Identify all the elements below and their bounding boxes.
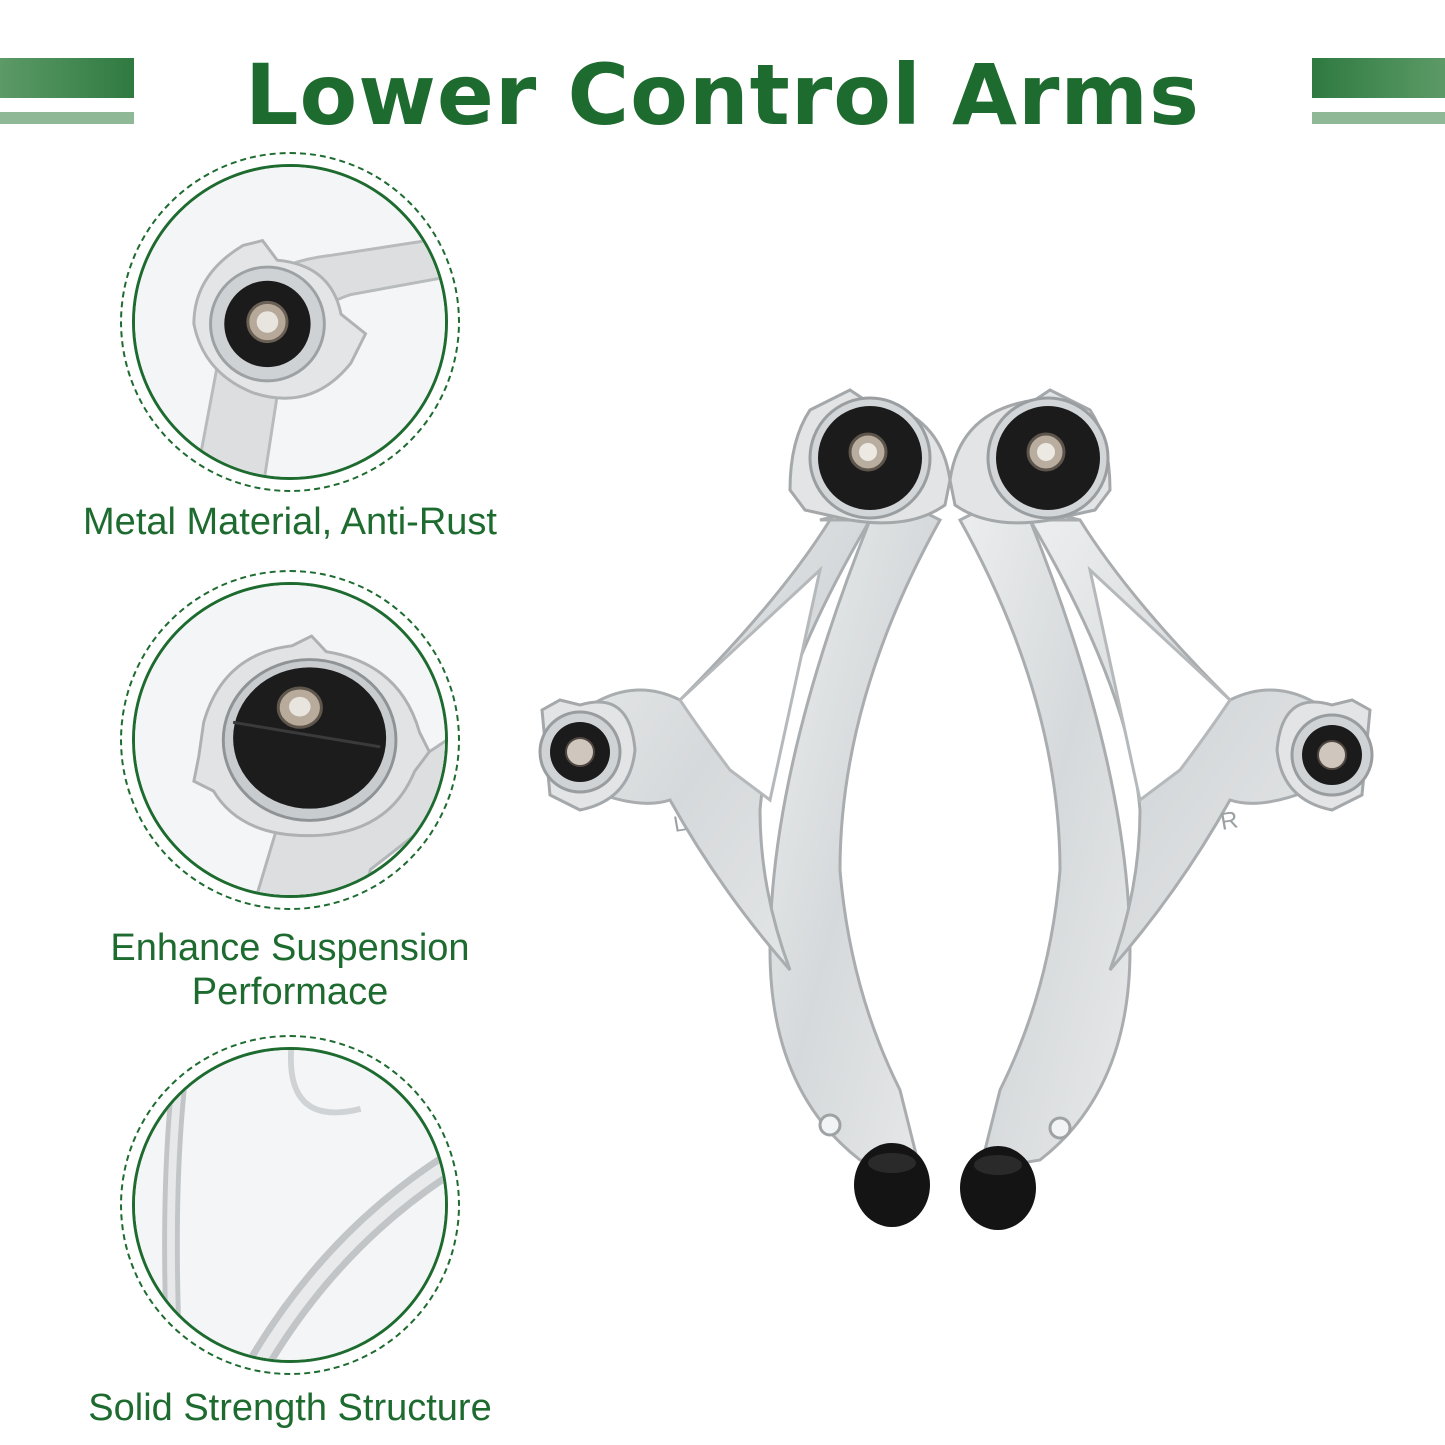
feature-caption-2-line-2: Performace	[191, 971, 389, 1013]
header-stripe-left-thick	[0, 58, 134, 98]
right-control-arm: R	[948, 388, 1374, 1230]
feature-caption-1: Metal Material, Anti-Rust	[83, 501, 497, 543]
control-arms-illustration: L R	[538, 388, 1374, 1230]
feature-caption-3: Solid Strength Structure	[88, 1387, 492, 1429]
feature-caption-2: Enhance Suspension Performace	[0, 926, 580, 1014]
feature-circle-3	[120, 1035, 460, 1375]
product-image: L R	[520, 370, 1400, 1250]
header-stripe-right-thin	[1312, 112, 1445, 124]
header-stripe-right-thick	[1312, 58, 1445, 98]
arm-structure-closeup-icon	[135, 1050, 445, 1360]
mount-closeup-icon	[135, 585, 445, 895]
feature-circle-2	[120, 570, 460, 910]
right-arm-mark: R	[1218, 806, 1240, 836]
feature-caption-2-line-1: Enhance Suspension	[110, 927, 470, 969]
header-stripe-left-thin	[0, 112, 134, 124]
feature-circle-1	[120, 152, 460, 492]
page-title: Lower Control Arms	[245, 46, 1200, 144]
left-arm-mark: L	[672, 810, 688, 837]
bushing-closeup-icon	[135, 167, 445, 477]
left-control-arm: L	[538, 388, 952, 1227]
